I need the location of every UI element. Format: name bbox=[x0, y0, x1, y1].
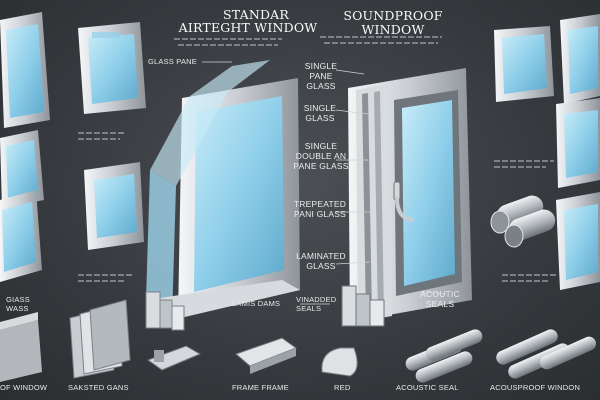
red-seal-sample bbox=[321, 347, 358, 377]
frame-frame-sample bbox=[235, 337, 298, 374]
window-handle-icon bbox=[393, 181, 414, 222]
caption-of-window: OF WINDOW bbox=[0, 383, 48, 392]
caption-fine-print bbox=[78, 280, 124, 282]
airtight-title-line1: STANDAR bbox=[222, 7, 290, 22]
insulation-sample bbox=[0, 312, 42, 382]
small-window-right-1 bbox=[494, 26, 554, 102]
label-vinaded-seals: VINADDED SEALS bbox=[296, 295, 337, 313]
caption-sakted-gans: SAKSTED GANS bbox=[68, 383, 129, 392]
small-window-left-3 bbox=[0, 190, 42, 282]
caption-fine-print bbox=[78, 132, 124, 134]
caption-frame-frame: FRAME FRAME bbox=[232, 383, 289, 392]
acousproof-tubes bbox=[496, 329, 597, 379]
caption-red: RED bbox=[334, 383, 351, 392]
small-window-left-2 bbox=[0, 130, 44, 208]
aluminum-tube-icon bbox=[490, 195, 556, 248]
caption-fine-print bbox=[502, 274, 558, 276]
caption-acoustic-seal: ACOUSTIC SEAL bbox=[396, 383, 459, 392]
caption-fine-print bbox=[502, 280, 550, 282]
leader-lines bbox=[202, 61, 447, 305]
label-single-glass: SINGLE GLASS bbox=[303, 103, 337, 123]
stacked-gaskets bbox=[69, 299, 131, 379]
caption-fine-print bbox=[494, 166, 546, 168]
frame-profile-sample bbox=[146, 345, 202, 371]
label-tripe-pane: TREPEATED PANI GLASS bbox=[293, 199, 347, 219]
label-glass-pane: GLASS PANE bbox=[148, 57, 197, 66]
soundproof-window-cutaway bbox=[341, 68, 472, 327]
caption-acousproof-windon: ACOUSPROOF WINDON bbox=[490, 383, 581, 392]
label-acoustic-seals: ACOUTIC SEALS bbox=[420, 289, 460, 309]
acoustic-seal-tubes bbox=[405, 329, 483, 383]
small-window-mid-2 bbox=[84, 162, 144, 250]
airtight-window-cutaway bbox=[145, 60, 300, 331]
small-window-left-1 bbox=[0, 12, 50, 128]
label-laminated-glass: LAMINATED GLASS bbox=[296, 251, 346, 271]
label-laminated-gaps: LAMIS DAMS bbox=[232, 299, 281, 308]
small-window-right-3 bbox=[556, 98, 600, 188]
caption-fine-print bbox=[494, 160, 554, 162]
label-single-double-pane: SINGLE DOUBLE AN PANE GLASS bbox=[293, 141, 349, 171]
small-window-right-2 bbox=[560, 14, 600, 104]
caption-fine-print bbox=[174, 38, 282, 40]
caption-fine-print bbox=[320, 36, 442, 38]
small-window-mid-1 bbox=[78, 22, 146, 114]
caption-fine-print bbox=[178, 44, 278, 46]
caption-fine-print bbox=[78, 274, 132, 276]
caption-fine-print bbox=[324, 42, 438, 44]
airtight-title-line2: AIRTEGHT WINDOW bbox=[178, 20, 318, 35]
label-single-pane-glass: SINGLE PANE GLASS bbox=[304, 61, 338, 91]
small-window-right-4 bbox=[556, 192, 600, 290]
caption-fine-print bbox=[78, 138, 120, 140]
label-glass-wass: GIASS WASS bbox=[6, 295, 30, 313]
soundproof-title: SOUNDPROOF WINDOW bbox=[343, 8, 443, 38]
